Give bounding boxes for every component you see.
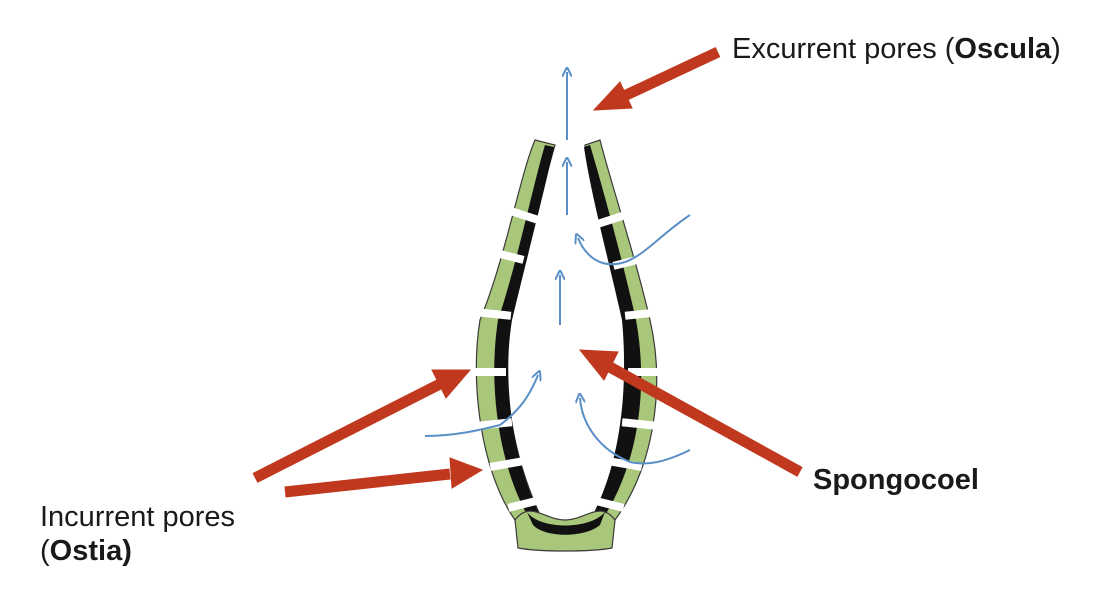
incurrent-prefix: ( xyxy=(40,535,50,567)
pointer-arrow xyxy=(285,474,450,492)
spongocoel-label: Spongocoel xyxy=(813,463,979,497)
excurrent-suffix: ) xyxy=(1051,33,1061,65)
incurrent-text: Incurrent pores xyxy=(40,501,235,533)
incurrent-line2: (Ostia) xyxy=(40,534,235,568)
pointer-arrow xyxy=(622,52,718,97)
incurrent-pores-label: Incurrent pores (Ostia) xyxy=(40,500,235,568)
ostia-term: Ostia) xyxy=(50,535,132,567)
oscula-term: Oscula xyxy=(954,33,1051,65)
pointer-arrow xyxy=(255,384,440,478)
excurrent-pores-label: Excurrent pores (Oscula) xyxy=(732,32,1061,66)
pointer-arrow-head xyxy=(450,458,482,488)
excurrent-text: Excurrent pores ( xyxy=(732,33,954,65)
pointer-arrow-head xyxy=(594,82,632,110)
pointer-arrows xyxy=(255,52,800,492)
water-flow-arrow xyxy=(578,215,690,264)
